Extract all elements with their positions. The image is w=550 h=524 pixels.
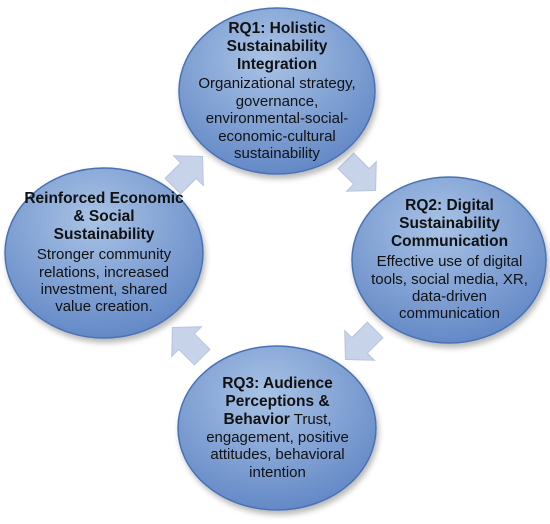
node-rq2-body: Effective use of digital tools, social m…	[371, 253, 528, 323]
node-ellipse-rq3	[177, 345, 377, 511]
node-rq1: RQ1: Holistic Sustainability Integration…	[178, 7, 376, 175]
node-rq1-title: RQ1: Holistic Sustainability Integration	[226, 19, 328, 73]
node-rq1-body: Organizational strategy, governance, env…	[198, 75, 356, 163]
node-ellipse-rq2	[351, 176, 547, 344]
node-rq2-title: RQ2: Digital Sustainability Communicatio…	[390, 197, 509, 251]
node-rq3-title: RQ3: Audience Perceptions & Behavior	[222, 374, 333, 428]
edges-layer	[164, 152, 384, 366]
arrow-rq2-to-rq3	[344, 321, 384, 361]
arrow-rq3-to-reinforced	[171, 326, 211, 366]
arrow-rq1-to-rq2	[337, 152, 377, 192]
node-rq3-paragraph: RQ3: Audience Perceptions & Behavior Tru…	[198, 375, 357, 481]
node-ellipse-reinforced	[4, 167, 204, 339]
node-rq3-body: Trust, engagement, positive attitudes, b…	[206, 410, 349, 481]
node-rq3: RQ3: Audience Perceptions & Behavior Tru…	[178, 345, 377, 511]
node-ellipse-rq1	[178, 7, 376, 175]
arrow-reinforced-to-rq1	[164, 155, 204, 195]
node-reinforced-title: Reinforced Economic & Social Sustainabil…	[24, 190, 184, 244]
node-rq2: RQ2: Digital Sustainability Communicatio…	[351, 176, 548, 344]
node-reinforced-body: Stronger community relations, increased …	[36, 246, 172, 316]
node-reinforced: Reinforced Economic & Social Sustainabil…	[4, 167, 204, 339]
